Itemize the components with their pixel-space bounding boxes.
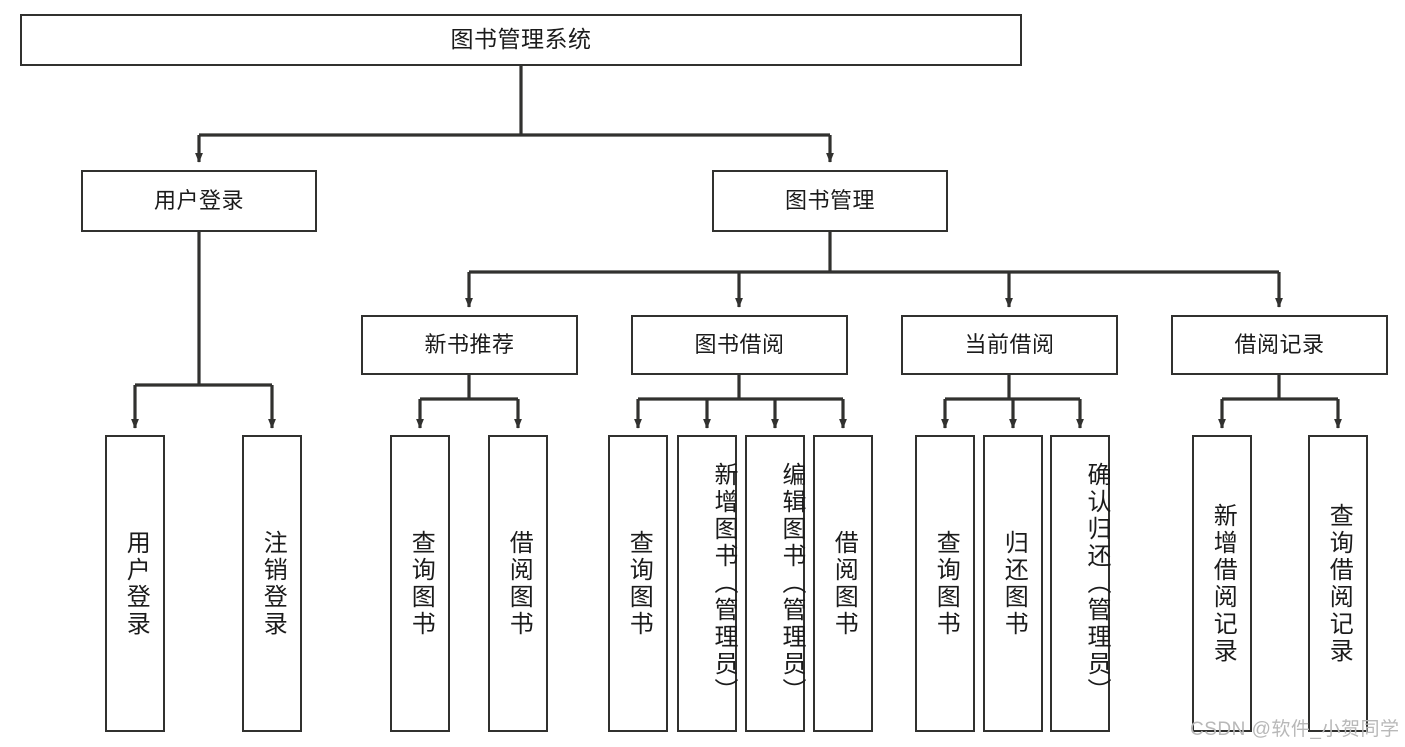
node-new-book-recommend[interactable]: 新书推荐 (361, 315, 578, 375)
node-leaf-add-book[interactable]: 新增图书（管理员） (677, 435, 737, 732)
node-user-login[interactable]: 用户登录 (81, 170, 317, 232)
node-book-manage[interactable]: 图书管理 (712, 170, 948, 232)
node-current-borrow[interactable]: 当前借阅 (901, 315, 1118, 375)
node-leaf-query-book-3-label: 查询图书 (932, 529, 960, 638)
node-borrow-record-label: 借阅记录 (1234, 331, 1325, 357)
node-leaf-borrow-book-2-label: 借阅图书 (830, 529, 858, 638)
csdn-watermark: CSDN @软件_小贺同学 (1190, 719, 1400, 740)
node-leaf-edit-book[interactable]: 编辑图书（管理员） (745, 435, 805, 732)
node-leaf-return-book[interactable]: 归还图书 (983, 435, 1043, 732)
node-leaf-confirm-return-label: 确认归还（管理员） (1083, 462, 1110, 705)
node-leaf-logout-login-label: 注销登录 (259, 529, 287, 638)
node-leaf-user-login-label: 用户登录 (122, 529, 150, 638)
node-leaf-query-record[interactable]: 查询借阅记录 (1308, 435, 1368, 732)
node-leaf-borrow-book-1[interactable]: 借阅图书 (488, 435, 548, 732)
node-leaf-edit-book-label: 编辑图书（管理员） (778, 462, 805, 705)
node-leaf-query-book-2-label: 查询图书 (625, 529, 653, 638)
node-leaf-query-book-2[interactable]: 查询图书 (608, 435, 668, 732)
node-leaf-query-record-label: 查询借阅记录 (1325, 502, 1353, 665)
node-leaf-add-record-label: 新增借阅记录 (1209, 502, 1237, 665)
node-root-system-label: 图书管理系统 (450, 26, 592, 53)
node-leaf-query-book-3[interactable]: 查询图书 (915, 435, 975, 732)
node-leaf-logout-login[interactable]: 注销登录 (242, 435, 302, 732)
node-leaf-add-book-label: 新增图书（管理员） (710, 462, 737, 705)
node-root-system[interactable]: 图书管理系统 (20, 14, 1022, 66)
node-leaf-query-book-1[interactable]: 查询图书 (390, 435, 450, 732)
node-leaf-borrow-book-1-label: 借阅图书 (505, 529, 533, 638)
node-book-borrow-label: 图书借阅 (694, 331, 785, 357)
node-leaf-user-login[interactable]: 用户登录 (105, 435, 165, 732)
node-leaf-add-record[interactable]: 新增借阅记录 (1192, 435, 1252, 732)
node-leaf-return-book-label: 归还图书 (1000, 529, 1028, 638)
node-leaf-borrow-book-2[interactable]: 借阅图书 (813, 435, 873, 732)
node-borrow-record[interactable]: 借阅记录 (1171, 315, 1388, 375)
node-leaf-query-book-1-label: 查询图书 (407, 529, 435, 638)
node-book-manage-label: 图书管理 (784, 187, 875, 213)
node-user-login-label: 用户登录 (153, 187, 244, 213)
node-leaf-confirm-return[interactable]: 确认归还（管理员） (1050, 435, 1110, 732)
node-book-borrow[interactable]: 图书借阅 (631, 315, 848, 375)
node-new-book-recommend-label: 新书推荐 (424, 331, 515, 357)
node-current-borrow-label: 当前借阅 (964, 331, 1055, 357)
